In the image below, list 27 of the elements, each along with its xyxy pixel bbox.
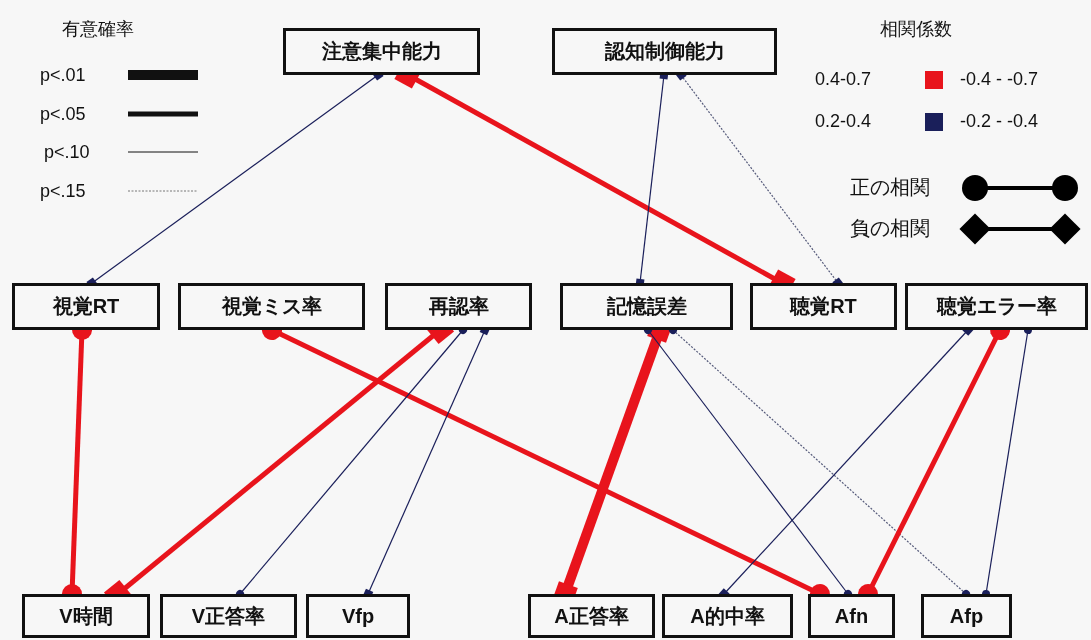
legend-label: 0.4-0.7 bbox=[815, 70, 872, 88]
variable-box: 聴覚RT bbox=[750, 283, 897, 330]
legend-label: 正の相関 bbox=[850, 177, 930, 197]
variable-box: A的中率 bbox=[662, 594, 793, 638]
legend-label: p<.05 bbox=[40, 105, 86, 123]
variable-box: Afn bbox=[808, 594, 895, 638]
variable-box: A正答率 bbox=[528, 594, 655, 638]
legend-label: p<.15 bbox=[40, 182, 86, 200]
legend-title: 有意確率 bbox=[62, 20, 134, 38]
legend-label: 負の相関 bbox=[850, 218, 930, 238]
variable-box: Vfp bbox=[306, 594, 410, 638]
range-label: -0.2 - -0.4 bbox=[960, 112, 1039, 130]
variable-box: 視覚ミス率 bbox=[178, 283, 365, 330]
variable-box: V正答率 bbox=[160, 594, 297, 638]
legend-label: p<.01 bbox=[40, 66, 86, 84]
legend-label: 0.2-0.4 bbox=[815, 112, 872, 130]
range-label: -0.4 - -0.7 bbox=[960, 70, 1039, 88]
variable-box: 再認率 bbox=[385, 283, 532, 330]
variable-box: 聴覚エラー率 bbox=[905, 283, 1088, 330]
legend-title: 相関係数 bbox=[880, 20, 952, 38]
variable-box: 認知制御能力 bbox=[552, 28, 777, 75]
legend-label: p<.10 bbox=[44, 143, 90, 161]
variable-box: 記憶誤差 bbox=[560, 283, 733, 330]
variable-box: V時間 bbox=[22, 594, 150, 638]
variable-box: Afp bbox=[921, 594, 1012, 638]
variable-box: 注意集中能力 bbox=[283, 28, 480, 75]
variable-box: 視覚RT bbox=[12, 283, 160, 330]
